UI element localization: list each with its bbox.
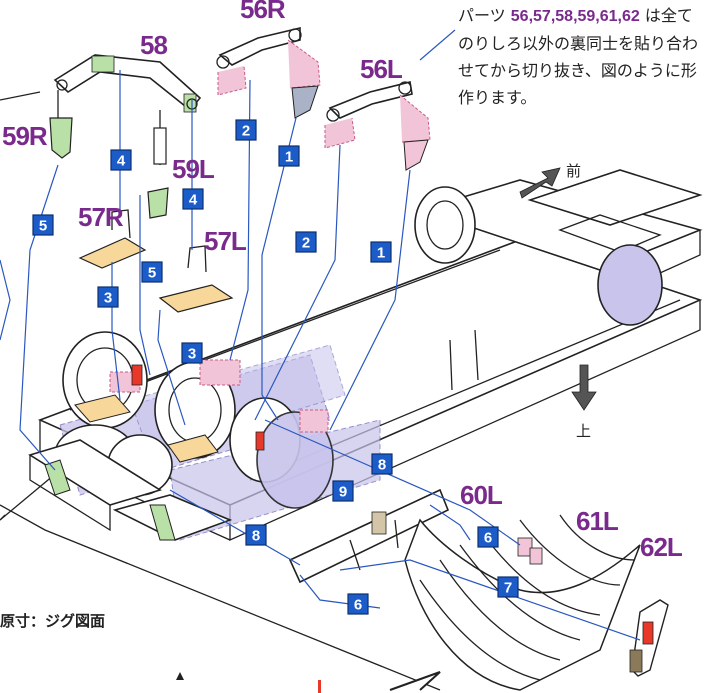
part-56R [216, 26, 321, 119]
step-5-box-a: 5 [32, 214, 54, 236]
step-2-box-b: 2 [295, 231, 317, 253]
dimension-caption: 原寸：ジグ図面 [0, 612, 106, 630]
label-58: 58 [140, 30, 167, 60]
svg-text:5: 5 [39, 218, 47, 235]
svg-text:3: 3 [104, 290, 112, 307]
part-62L [629, 599, 669, 677]
svg-text:5: 5 [148, 265, 156, 282]
svg-text:6: 6 [354, 597, 362, 614]
part-57L [158, 245, 234, 313]
step-1-box-a: 1 [278, 145, 300, 167]
step-9-box: 9 [332, 480, 354, 502]
part-60L [288, 488, 543, 584]
part-59R [49, 90, 73, 159]
rear-assembly [28, 331, 381, 541]
svg-text:9: 9 [339, 484, 347, 501]
label-57L: 57L [204, 226, 247, 256]
front-axle: 前 [414, 162, 703, 326]
svg-text:4: 4 [189, 192, 198, 209]
label-59L: 59L [172, 154, 215, 184]
step-7-box: 7 [497, 576, 519, 598]
label-56L: 56L [360, 54, 403, 84]
step-3-box-b: 3 [181, 342, 203, 364]
label-62L: 62L [640, 532, 683, 562]
note-part-numbers: 56,57,58,59,61,62 [510, 8, 640, 25]
step-boxes: 1 1 2 2 3 3 4 4 5 5 6 6 7 8 8 9 [32, 119, 519, 615]
step-8-box-b: 8 [245, 524, 267, 546]
label-60L: 60L [460, 480, 503, 510]
step-5-box-b: 5 [141, 261, 163, 283]
svg-text:7: 7 [504, 580, 512, 597]
svg-text:1: 1 [377, 245, 385, 262]
part-59L [147, 110, 169, 219]
svg-text:2: 2 [302, 235, 310, 252]
frame-lines [0, 91, 441, 691]
step-6-box-b: 6 [347, 593, 369, 615]
bottom-marker-icon [176, 672, 184, 680]
part-labels: 56R 58 56L 59R 59L 57R 57L 60L 61L 62L [2, 0, 684, 562]
label-56R: 56R [240, 0, 286, 24]
direction-up-label: 上 [576, 422, 591, 440]
svg-text:1: 1 [285, 149, 293, 166]
svg-text:4: 4 [117, 153, 126, 170]
svg-text:6: 6 [484, 530, 492, 547]
step-2-box-a: 2 [235, 119, 257, 141]
label-61L: 61L [576, 506, 619, 536]
step-8-box-a: 8 [371, 453, 393, 475]
step-6-box-a: 6 [477, 526, 499, 548]
svg-text:8: 8 [378, 457, 386, 474]
part-56L [324, 81, 431, 171]
step-4-box-a: 4 [110, 149, 132, 171]
step-3-box-a: 3 [97, 286, 119, 308]
svg-text:8: 8 [252, 528, 260, 545]
step-4-box-b: 4 [182, 188, 204, 210]
label-59R: 59R [2, 121, 48, 151]
note-suffix: は全てのりしろ以外の裏同士を貼り合わせてから切り抜き、図のように形作ります。 [458, 6, 699, 107]
svg-text:3: 3 [188, 346, 196, 363]
up-arrow-icon: 上 [571, 364, 597, 440]
part-61L [404, 514, 641, 691]
direction-front-label: 前 [566, 162, 581, 180]
step-1-box-b: 1 [370, 241, 392, 263]
svg-text:2: 2 [242, 123, 250, 140]
note-prefix: パーツ [458, 6, 511, 25]
label-57R: 57R [78, 202, 124, 232]
bottom-red-marker [318, 680, 321, 693]
part-58 [53, 54, 202, 113]
instruction-note: パーツ 56,57,58,59,61,62 は全てのりしろ以外の裏同士を貼り合わ… [458, 2, 708, 111]
